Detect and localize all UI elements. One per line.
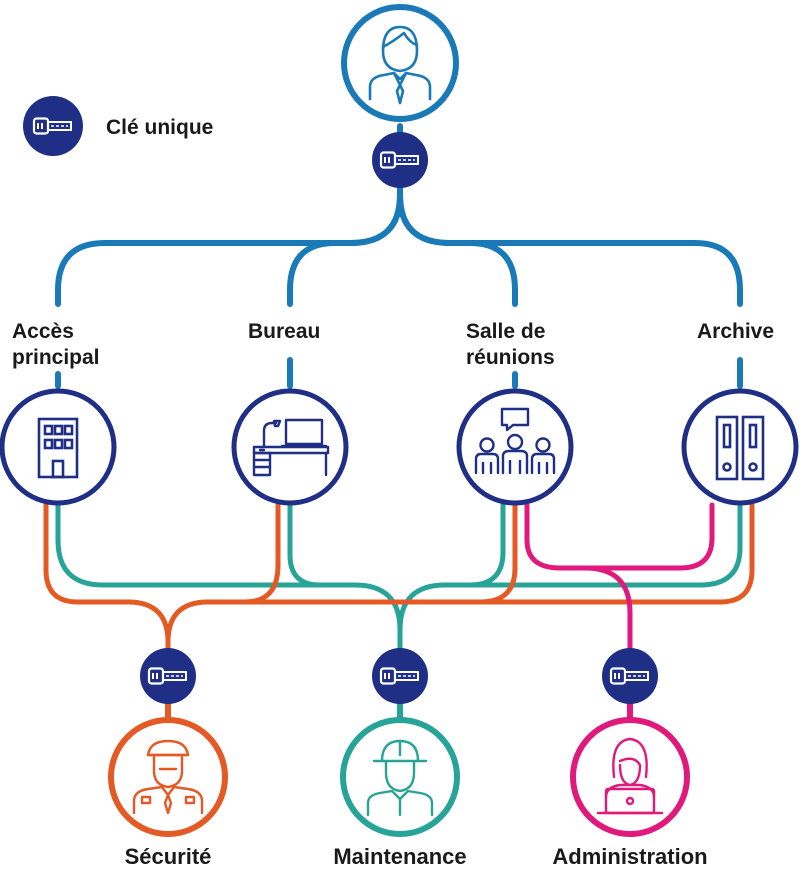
legend-key-badge <box>23 96 83 156</box>
manager-key-badge <box>372 132 428 188</box>
line-to-office <box>287 192 403 307</box>
orange-from-archive <box>477 502 755 605</box>
connections-maintenance <box>55 502 743 655</box>
room-label-office: Bureau <box>248 320 320 343</box>
guard-icon <box>132 739 204 815</box>
administration-key-badge <box>602 648 658 704</box>
manager-node <box>341 4 459 122</box>
line-to-archive <box>397 192 743 307</box>
role-label-administration: Administration <box>552 844 707 869</box>
maintenance-key-badge <box>372 648 428 704</box>
role-node-security <box>108 717 228 837</box>
office-worker-icon <box>596 737 664 815</box>
teal-from-main-entrance <box>55 502 403 655</box>
role-label-security: Sécurité <box>125 844 212 869</box>
line-to-meeting-room <box>397 192 518 307</box>
room-node-meeting-room <box>456 388 574 506</box>
magenta-from-archive <box>582 502 715 571</box>
teal-from-meeting-room <box>397 502 506 633</box>
room-label-archive: Archive <box>697 320 774 343</box>
room-label-main-entrance: Accès principal <box>12 320 100 369</box>
teal-from-office <box>287 502 358 588</box>
connections-manager <box>55 123 743 389</box>
role-node-maintenance <box>340 717 460 837</box>
room-node-main-entrance <box>0 388 117 506</box>
magenta-from-meeting-room <box>524 502 633 655</box>
worker-icon <box>366 739 434 817</box>
line-to-main-entrance <box>55 192 403 307</box>
teal-from-archive <box>442 502 743 588</box>
legend-label: Clé unique <box>106 116 213 139</box>
building-icon <box>37 417 79 479</box>
connections-administration <box>524 502 715 655</box>
manager-icon <box>368 25 432 105</box>
room-node-archive <box>681 388 799 506</box>
orange-from-office <box>165 502 281 645</box>
orange-from-main-entrance <box>43 502 171 655</box>
meeting-icon <box>474 407 556 475</box>
role-node-administration <box>570 717 690 837</box>
connections-security <box>43 502 755 655</box>
role-label-maintenance: Maintenance <box>333 844 466 869</box>
room-label-meeting-room: Salle de réunions <box>466 320 555 369</box>
desk-icon <box>252 418 330 477</box>
room-node-office <box>231 388 349 506</box>
binders-icon <box>715 415 765 481</box>
security-key-badge <box>140 648 196 704</box>
legend: Clé unique <box>23 96 213 156</box>
